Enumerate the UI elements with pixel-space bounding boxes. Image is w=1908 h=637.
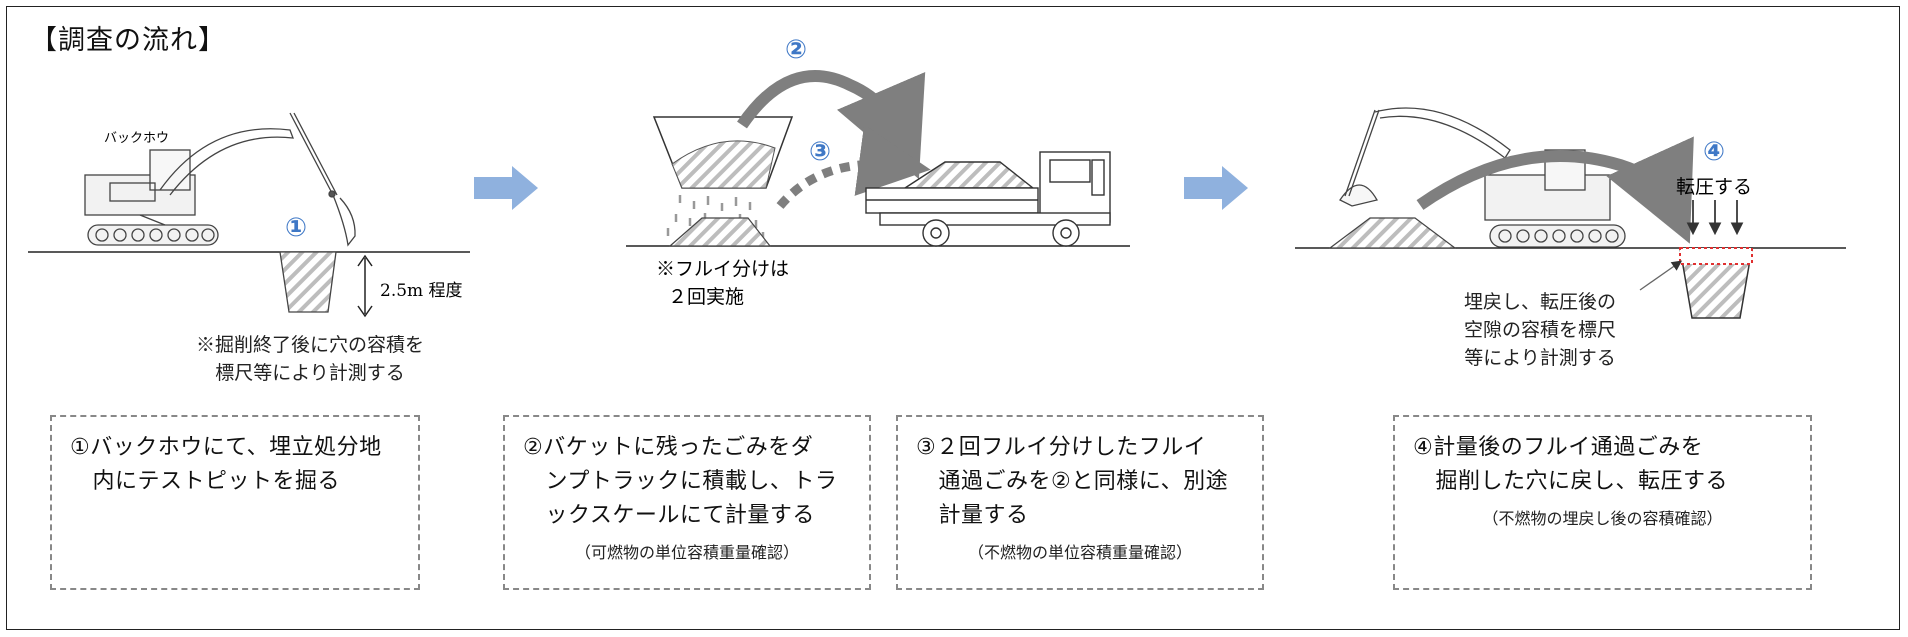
arrow-to-truck-3 [776, 124, 931, 209]
step-1-text: ①バックホウにて、埋立処分地 内にテストピットを掘る [70, 435, 382, 494]
backhoe-1 [84, 112, 356, 247]
dump-truck [865, 151, 1111, 247]
test-pit-1 [279, 251, 337, 313]
page-title: 【調査の流れ】 [30, 25, 226, 56]
dig-note-line2: 標尺等により計測する [215, 362, 405, 384]
step-2-text: ②バケットに残ったごみをダ ンプトラックに積載し、トラ ックスケールにて計量する [523, 435, 838, 528]
sieve-note-line1: ※フルイ分けは [656, 258, 789, 280]
step-3-sub: （不燃物の単位容積重量確認） [967, 543, 1192, 562]
backhoe-label: バックホウ [104, 131, 169, 146]
depth-label: 2.5m 程度 [380, 281, 463, 301]
sieve-note-line2: ２回実施 [668, 286, 744, 308]
flow-arrow-2 [1184, 166, 1248, 210]
void-volume [1679, 247, 1753, 265]
marker-2: ② [785, 35, 807, 65]
marker-4: ④ [1703, 137, 1725, 167]
step-box-3: ③２回フルイ分けしたフルイ 通過ごみを②と同様に、別途 計量する （不燃物の単位… [896, 415, 1264, 590]
diagram-frame [6, 6, 1900, 630]
step-2-sub: （可燃物の単位容積重量確認） [574, 543, 799, 562]
marker-3: ③ [809, 137, 831, 167]
step-3-text: ③２回フルイ分けしたフルイ 通過ごみを②と同様に、別途 計量する [916, 435, 1229, 528]
backfill-note-line3: 等により計測する [1464, 347, 1616, 369]
step-4-text: ④計量後のフルイ通過ごみを 掘削した穴に戻し、転圧する [1413, 435, 1729, 494]
step-4-sub: （不燃物の埋戻し後の容積確認） [1482, 509, 1723, 528]
step-box-2: ②バケットに残ったごみをダ ンプトラックに積載し、トラ ックスケールにて計量する… [503, 415, 871, 590]
step-box-1: ①バックホウにて、埋立処分地 内にテストピットを掘る [50, 415, 420, 590]
dig-note-line1: ※掘削終了後に穴の容積を [195, 334, 424, 356]
arrow-backfill [1416, 136, 1694, 244]
arrow-to-truck-2 [737, 70, 926, 180]
flow-arrow-1 [474, 166, 538, 210]
backhoe-2 [1339, 107, 1626, 248]
backfill-note-line1: 埋戻し、転圧後の [1463, 291, 1616, 313]
backfill-pile [1328, 217, 1457, 249]
backfill-note-line2: 空隙の容積を標尺 [1463, 319, 1616, 341]
compact-label: 転圧する [1676, 176, 1752, 198]
backfill-note: 埋戻し、転圧後の 空隙の容積を標尺 等により計測する [1425, 288, 1655, 372]
dig-note: ※掘削終了後に穴の容積を 標尺等により計測する [160, 331, 460, 387]
step-box-4: ④計量後のフルイ通過ごみを 掘削した穴に戻し、転圧する （不燃物の埋戻し後の容積… [1393, 415, 1812, 590]
compaction-arrows [1686, 200, 1744, 236]
bucket [652, 116, 794, 189]
callout-line [1639, 260, 1683, 291]
sieved-pile [668, 217, 772, 247]
marker-1: ① [285, 213, 307, 243]
